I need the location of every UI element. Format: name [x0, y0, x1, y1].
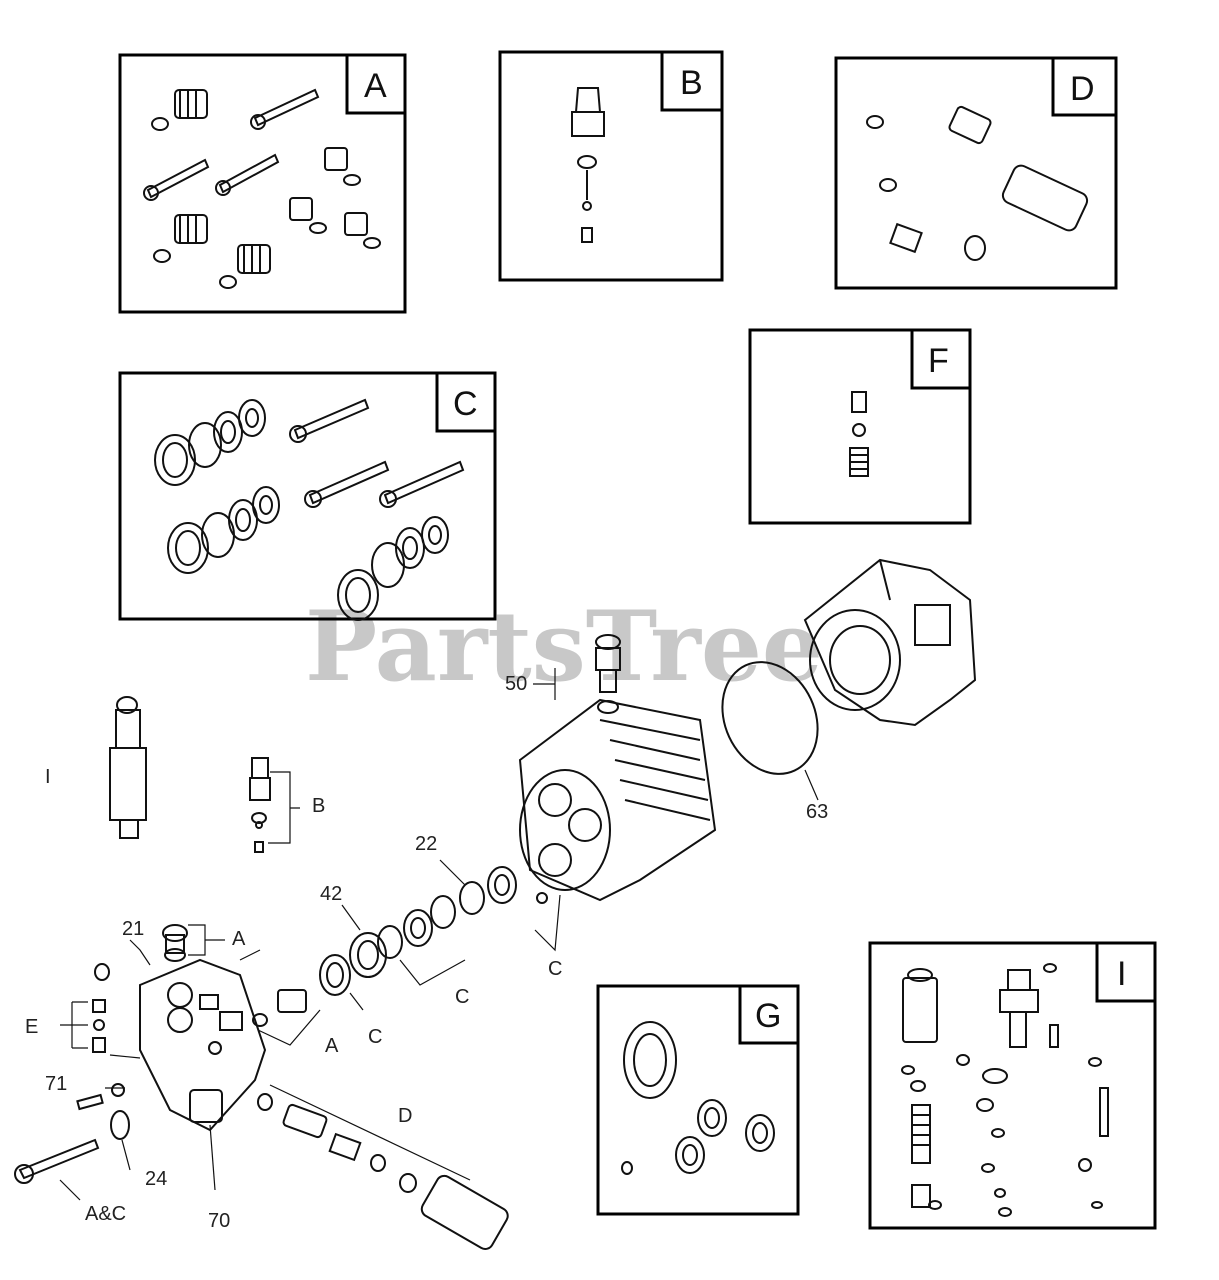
callout-63: 63 [806, 801, 828, 823]
callout-70: 70 [208, 1210, 230, 1232]
kit-d-box: D [834, 56, 1118, 290]
callout-24: 24 [145, 1168, 167, 1190]
callout-i: I [45, 766, 51, 788]
gasket-63 [721, 661, 819, 775]
crankcase-housing [803, 558, 977, 727]
callout-b: B [312, 795, 325, 817]
callout-71: 71 [45, 1073, 67, 1095]
pump-head [518, 698, 717, 902]
kit-a-box: A [118, 53, 407, 314]
kit-f-box: F [748, 328, 972, 525]
kit-c-letter: C [453, 385, 478, 423]
kit-b-box: B [498, 50, 724, 282]
part-b-stack [249, 757, 271, 853]
callout-21: 21 [122, 918, 144, 940]
callout-a-lower: A [325, 1035, 339, 1057]
kit-g-box: G [596, 984, 800, 1216]
callout-22: 22 [415, 833, 437, 855]
callout-42: 42 [320, 883, 342, 905]
callout-a-and-c: A&C [85, 1203, 126, 1225]
kit-c-box: C [118, 371, 497, 621]
seal-stack [252, 866, 548, 1027]
part-50 [595, 634, 621, 714]
callout-50: 50 [505, 673, 527, 695]
callout-a-upper: A [232, 928, 246, 950]
callout-c-right: C [548, 958, 562, 980]
watermark: PartsTree [305, 590, 823, 703]
kit-g-letter: G [755, 997, 781, 1035]
kit-b-letter: B [680, 64, 703, 102]
part-d-stack [257, 1093, 509, 1250]
callout-e: E [25, 1016, 38, 1038]
callout-c-left: C [368, 1026, 382, 1048]
kit-d-letter: D [1070, 70, 1095, 108]
kit-a-letter: A [364, 67, 387, 105]
callout-d: D [398, 1105, 412, 1127]
manifold-body [14, 924, 267, 1184]
unloader-i [109, 696, 147, 839]
kit-i-box: I [868, 941, 1157, 1230]
kit-f-letter: F [928, 342, 949, 380]
callout-c-mid: C [455, 986, 469, 1008]
kit-i-letter: I [1117, 955, 1126, 993]
leader-lines [59, 668, 819, 1201]
